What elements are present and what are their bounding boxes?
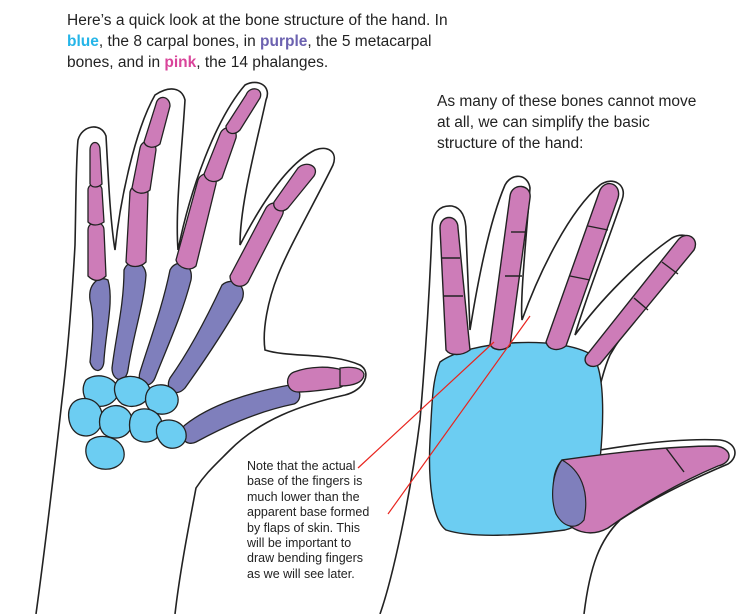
carpal-bone-2 [113, 375, 151, 407]
carpal-bone-7 [85, 435, 125, 470]
joint-line [665, 447, 685, 473]
finger-joint-lines [442, 225, 685, 473]
phalanx-ring-middle [203, 127, 237, 183]
carpal-bone-8 [155, 419, 187, 449]
joint-line [661, 261, 679, 275]
carpal-bone-4 [67, 397, 103, 437]
phalanx-index-distal [89, 141, 103, 188]
joint-line [633, 297, 649, 311]
carpal-bone-6 [128, 408, 163, 443]
simplified-fingers [439, 182, 730, 534]
carpal-bone-5 [98, 405, 133, 439]
pink-keyword: pink [164, 54, 197, 71]
phalanx-middle-distal [143, 96, 171, 148]
phalanx-ring-distal [225, 88, 262, 135]
base-of-fingers-note: Note that the actual base of the fingers… [247, 459, 407, 582]
phalanx-middle-proximal [125, 184, 149, 268]
right-hand-simplified [357, 175, 736, 614]
carpal-bone-1 [82, 375, 119, 407]
note-line: much lower than the [247, 489, 360, 504]
intro-text-1: Here’s a quick look at the bone structur… [67, 12, 448, 29]
blue-keyword: blue [67, 33, 99, 50]
note-line: will be important to [247, 536, 352, 551]
purple-keyword: purple [260, 33, 308, 50]
note-line: by flaps of skin. This [247, 520, 361, 535]
intro-paragraph: Here’s a quick look at the bone structur… [67, 10, 467, 73]
note-pointer-lines [357, 315, 531, 515]
thumb-base-overlap [552, 459, 587, 527]
note-line: base of the fingers is [247, 474, 363, 489]
left-hand-outline [35, 81, 367, 614]
note-line: Note that the actual [247, 459, 356, 473]
intro-text-2: , the 8 carpal bones, in [98, 33, 261, 50]
metacarpal-bones [89, 261, 301, 444]
phalanx-index-proximal [87, 221, 107, 282]
joint-line [587, 225, 609, 231]
intro-text-3: , the 5 metacarpal bones, and in [67, 33, 432, 71]
right-hand-outline [379, 175, 736, 614]
phalanx-ring-proximal [175, 173, 217, 270]
note-line: as we will see later. [247, 566, 355, 581]
pointer-line-1 [357, 341, 495, 469]
note-line: draw bending fingers [247, 551, 364, 566]
note-line: apparent base formed [247, 505, 370, 520]
phalanx-middle-middle [131, 140, 157, 194]
pointer-line-2 [387, 315, 531, 515]
metacarpal-little [167, 280, 244, 394]
phalanx-bones [87, 88, 365, 393]
metacarpal-index [89, 278, 111, 372]
finger-index-simplified [439, 216, 471, 356]
metacarpal-ring [138, 262, 192, 386]
finger-middle-simplified [489, 185, 531, 351]
carpal-bones [67, 375, 187, 470]
metacarpal-thumb [180, 384, 301, 444]
phalanx-thumb-proximal [287, 366, 348, 393]
phalanx-index-middle [87, 183, 105, 226]
phalanx-thumb-distal [339, 366, 365, 387]
phalanx-little-distal [273, 163, 317, 212]
carpal-bone-3 [144, 384, 179, 415]
finger-little-simplified [584, 234, 697, 368]
finger-ring-simplified [545, 182, 620, 351]
metacarpal-middle [111, 261, 147, 381]
intro-text-4: , the 14 phalanges. [196, 54, 329, 71]
left-hand-skeleton [35, 81, 367, 614]
simplify-caption: As many of these bones cannot move at al… [437, 93, 697, 152]
joint-line [569, 275, 591, 281]
